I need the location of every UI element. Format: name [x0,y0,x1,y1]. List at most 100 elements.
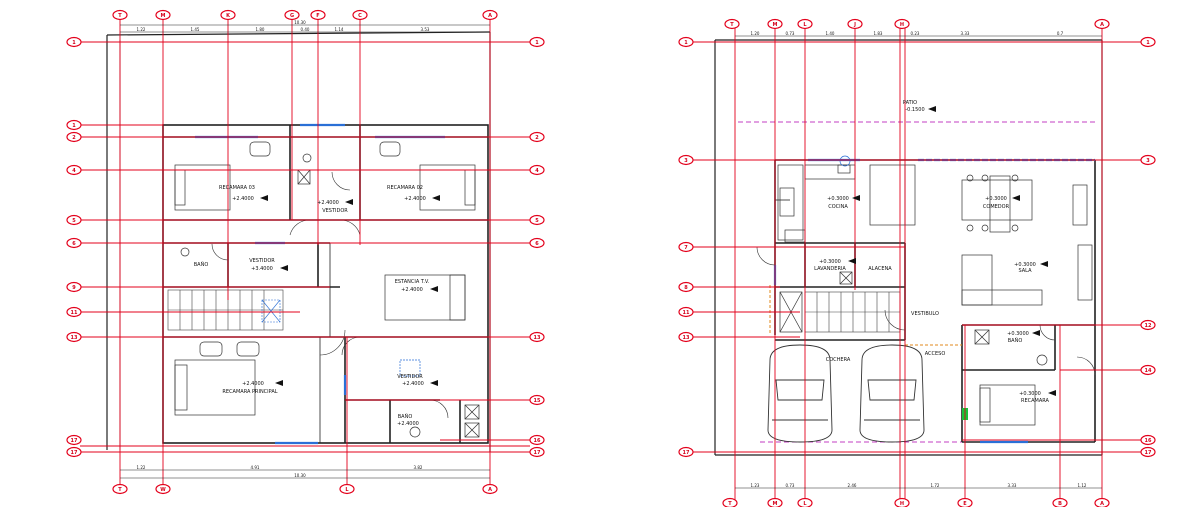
room-level: +0.3000 [985,196,1007,202]
room-level: +0.3000 [827,196,849,202]
right-row-label: 17 [534,450,541,456]
room-level: +2.4000 [317,200,339,206]
room-level: -0.1500 [905,107,924,113]
right-row-label: 17 [1145,450,1152,456]
room-name: BAÑO [1008,337,1023,344]
bottom-axis-label: A [488,487,492,493]
property-boundary [106,31,491,452]
room-level: +2.4000 [401,287,423,293]
right-row-label: 16 [1145,438,1152,444]
room-labels: PATIO -0.1500 COCINA +0.3000 COMEDOR +0.… [814,100,1049,404]
right-row-label: 16 [534,438,541,444]
room-name: COCHERA [826,357,851,363]
top-dimension: 1.22 [137,27,146,32]
axis-bubbles [66,9,545,495]
top-axis-label: K [226,13,231,19]
right-row-label: 15 [534,398,541,404]
dimension-labels: 1.20 0.73 1.40 1.83 0.23 3.33 0.7 1.23 0… [751,31,1087,488]
bottom-dimension: 4.91 [251,465,260,470]
top-dimension: 1.40 [826,31,835,36]
left-row-label: 3 [684,158,688,164]
dimension-labels: 10.30 1.22 1.45 1.80 0.40 1.14 3.53 1.22… [137,20,430,478]
top-axis-label: T [730,22,734,28]
right-row-label: 2 [535,135,539,141]
left-row-label: 17 [683,450,690,456]
left-row-label: 13 [683,335,690,341]
top-total-dimension: 10.30 [294,20,306,25]
room-level: +3.4000 [251,266,273,272]
room-name: VESTIBULO [911,311,939,317]
left-row-label: 7 [684,245,688,251]
top-dimension: 1.80 [256,27,265,32]
top-axis-label: L [803,22,807,28]
room-name: RECAMARA 02 [387,185,423,191]
bottom-dimension: 3.82 [414,465,423,470]
room-name: ACCESO [925,351,946,357]
dimension-lines [120,24,490,479]
top-dimension: 1.83 [874,31,883,36]
top-axis-label: M [773,22,778,28]
upper-floor-plan: T M K G F C A T W L A 1 1 2 4 5 6 9 11 1… [66,9,545,495]
bottom-axis-label: W [160,487,166,493]
bottom-dimension: 1.12 [1078,483,1087,488]
room-name: ESTANCIA T.V. [395,279,430,285]
top-axis-label: M [161,13,166,19]
room-level: +0.3000 [1019,391,1041,397]
top-dimension: 1.45 [191,27,200,32]
left-row-label: 17 [71,450,78,456]
staircase [804,291,901,333]
right-row-label: 5 [535,218,539,224]
room-name: BAÑO [194,261,209,268]
left-row-label: 8 [684,285,688,291]
right-row-label: 12 [1145,323,1152,329]
bottom-dimension: 1.22 [137,465,146,470]
left-row-label: 11 [683,310,690,316]
right-row-label: 13 [534,335,541,341]
room-level: +2.4000 [242,381,264,387]
bottom-axis-label: E [963,501,967,507]
door-swings [756,246,1096,376]
right-row-label: 1 [535,40,539,46]
level-markers [260,195,440,386]
top-dimension: 1.20 [751,31,760,36]
axis-bubbles [678,18,1156,507]
right-row-label: 4 [535,168,539,174]
top-dimension: 1.14 [335,27,344,32]
bottom-axis-label: T [118,487,122,493]
room-name: VESTIDOR [397,374,423,380]
left-row-label: 1 [684,40,688,46]
room-name: RECAMARA 03 [219,185,255,191]
bottom-axis-label: M [773,501,778,507]
top-dimension: 0.7 [1057,31,1064,36]
axis-bubble-labels: T M L J H A T M L H E B A 1 3 7 8 11 13 … [683,22,1152,507]
left-row-label: 4 [72,168,76,174]
room-name: PATIO [903,100,917,106]
top-axis-label: J [853,22,856,28]
right-row-label: 14 [1145,368,1152,374]
car-icon [859,344,925,443]
top-dimension: 0.40 [301,27,310,32]
left-row-label: 1 [72,40,76,46]
left-row-label: 2 [72,135,76,141]
room-level: +2.4000 [232,196,254,202]
room-level: +0.3000 [1007,331,1029,337]
room-name: COMEDOR [983,204,1010,210]
top-axis-label: T [118,13,122,19]
bottom-axis-label: L [803,501,807,507]
furniture [174,141,480,438]
room-level: +2.4000 [397,421,419,427]
room-name: LAVANDERIA [814,266,846,272]
bottom-axis-label: T [728,501,732,507]
top-dimension: 0.23 [911,31,920,36]
dimension-lines [735,35,1102,489]
top-axis-label: A [1100,22,1104,28]
bottom-dimension: 1.23 [751,483,760,488]
room-level: +2.4000 [402,381,424,387]
car-icon [767,344,833,443]
room-name: BAÑO [398,413,413,420]
level-markers [848,106,1056,396]
bottom-axis-label: L [345,487,349,493]
top-axis-label: A [488,13,492,19]
top-axis-label: G [290,13,294,19]
right-row-label: 1 [1146,40,1150,46]
